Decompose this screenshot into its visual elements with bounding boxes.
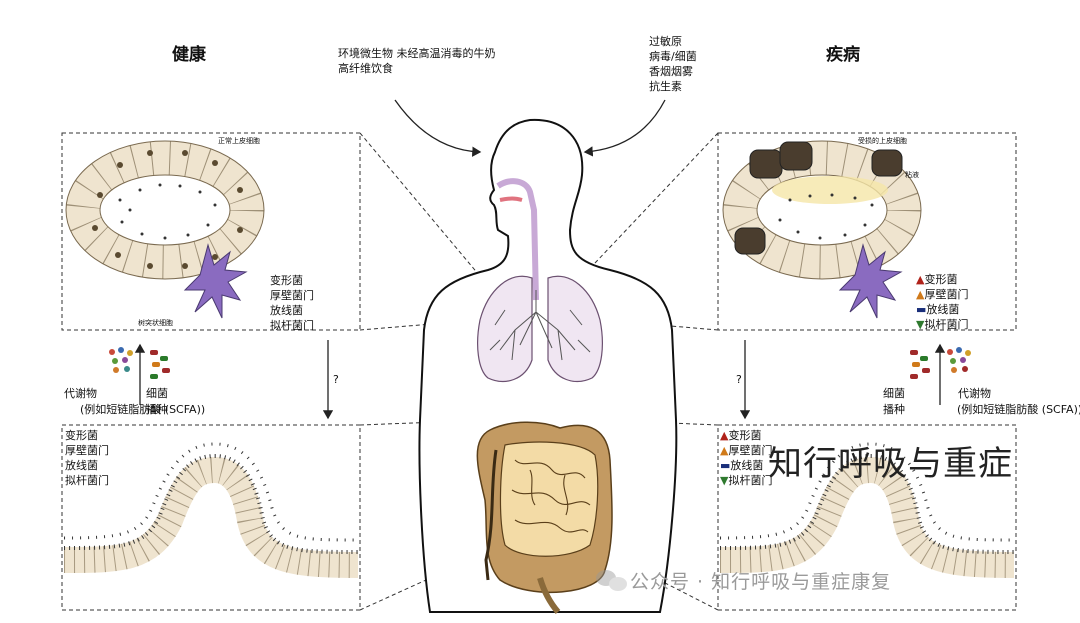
phylum-bacteroidetes: 拟杆菌门 <box>924 318 969 331</box>
phylum-bacteroidetes: 拟杆菌门 <box>65 474 109 487</box>
disease-dendritic-cell <box>838 243 903 319</box>
disease-lung-phyla-legend: ▲变形菌 ▲厚壁菌门 ▬放线菌 ▼拟杆菌门 <box>916 272 968 332</box>
healthy-bacteria-label: 细菌 <box>146 387 168 400</box>
triangle-green-down-icon: ▼ <box>916 318 925 331</box>
disease-bacteria-cluster <box>910 350 930 379</box>
healthy-gut-panel-frame <box>61 424 361 611</box>
disease-gut-panel-frame <box>717 424 1017 611</box>
healthy-bacteria-cluster <box>150 350 170 379</box>
bar-blue-icon: ▬ <box>720 459 731 472</box>
disease-factor-arrow <box>583 99 666 157</box>
triangle-orange-icon: ▲ <box>916 288 925 301</box>
phylum-proteobacteria: 变形菌 <box>270 274 303 287</box>
disease-metabolite-dots <box>947 347 971 373</box>
disease-metabolites-label: 代谢物 <box>958 387 991 400</box>
disease-factor: 抗生素 <box>649 80 682 93</box>
disease-factor: 香烟烟雾 <box>649 65 693 78</box>
wechat-icon <box>596 570 627 591</box>
healthy-lung-phyla-list: 变形菌 厚壁菌门 放线菌 拟杆菌门 <box>270 273 314 333</box>
small-intestine <box>499 441 599 557</box>
healthy-gut-phyla-list: 变形菌 厚壁菌门 放线菌 拟杆菌门 <box>65 428 109 488</box>
bronchial-tree <box>489 290 591 361</box>
phylum-actinobacteria: 放线菌 <box>730 459 764 472</box>
disease-epithelial-ring <box>722 140 922 280</box>
phylum-actinobacteria: 放线菌 <box>926 303 960 316</box>
disease-title: 疾病 <box>826 45 860 65</box>
healthy-lung-panel-frame <box>61 132 361 331</box>
triangle-orange-icon: ▲ <box>720 444 729 457</box>
healthy-title: 健康 <box>172 45 206 65</box>
triangle-red-icon: ▲ <box>720 429 729 442</box>
triangle-red-icon: ▲ <box>916 273 925 286</box>
normal-epithelium-label: 正常上皮细胞 <box>218 137 260 145</box>
phylum-firmicutes: 厚壁菌门 <box>728 444 773 457</box>
left-lung <box>477 275 533 382</box>
bar-blue-icon: ▬ <box>916 303 927 316</box>
disease-seeding-label: 播种 <box>883 403 905 416</box>
disease-factor: 病毒/细菌 <box>649 50 697 63</box>
healthy-epithelial-ring <box>65 140 265 280</box>
healthy-metabolites-example: (例如短链脂肪酸 (SCFA)) <box>80 403 206 416</box>
healthy-metabolites-label: 代谢物 <box>64 387 97 400</box>
healthy-question-mark: ? <box>333 373 339 386</box>
phylum-firmicutes: 厚壁菌门 <box>65 444 109 457</box>
healthy-factor-arrow <box>394 99 482 157</box>
phylum-firmicutes: 厚壁菌门 <box>924 288 969 301</box>
healthy-seeding-label: 播种 <box>146 403 168 416</box>
phylum-actinobacteria: 放线菌 <box>270 304 303 317</box>
watermark-account: 公众号 · 知行呼吸与重症康复 <box>630 571 892 593</box>
phylum-proteobacteria: 变形菌 <box>924 273 958 286</box>
triangle-green-down-icon: ▼ <box>720 474 729 487</box>
intestine-loops <box>511 459 591 533</box>
phylum-firmicutes: 厚壁菌门 <box>270 289 314 302</box>
phylum-proteobacteria: 变形菌 <box>728 429 762 442</box>
disease-metabolites-example: (例如短链脂肪酸 (SCFA)) <box>957 403 1080 416</box>
disease-gut-phyla-legend: ▲变形菌 ▲厚壁菌门 ▬放线菌 ▼拟杆菌门 <box>720 428 772 488</box>
healthy-environment-factors: 环境微生物 未经高温消毒的牛奶 高纤维饮食 <box>338 47 496 75</box>
disease-gut-villus <box>719 442 1015 578</box>
watermark-title: 知行呼吸与重症 <box>768 444 1013 484</box>
phylum-bacteroidetes: 拟杆菌门 <box>270 319 314 332</box>
phylum-actinobacteria: 放线菌 <box>65 459 98 472</box>
human-silhouette <box>418 118 678 614</box>
healthy-gut-villus <box>63 442 359 578</box>
disease-lung-panel-frame <box>717 132 1017 331</box>
disease-environment-factors: 过敏原 病毒/细菌 香烟烟雾 抗生素 <box>649 34 697 94</box>
dendritic-cell-label: 树突状细胞 <box>138 319 173 327</box>
phylum-bacteroidetes: 拟杆菌门 <box>728 474 773 487</box>
mucus-label: 粘液 <box>905 171 919 179</box>
healthy-metabolite-dots <box>109 347 133 373</box>
disease-factor: 过敏原 <box>649 35 682 48</box>
disease-bacteria-label: 细菌 <box>883 387 905 400</box>
disease-question-mark: ? <box>736 373 742 386</box>
dendritic-cell <box>183 243 248 319</box>
phylum-proteobacteria: 变形菌 <box>65 429 98 442</box>
damaged-epithelium-label: 受损的上皮细胞 <box>858 137 907 145</box>
